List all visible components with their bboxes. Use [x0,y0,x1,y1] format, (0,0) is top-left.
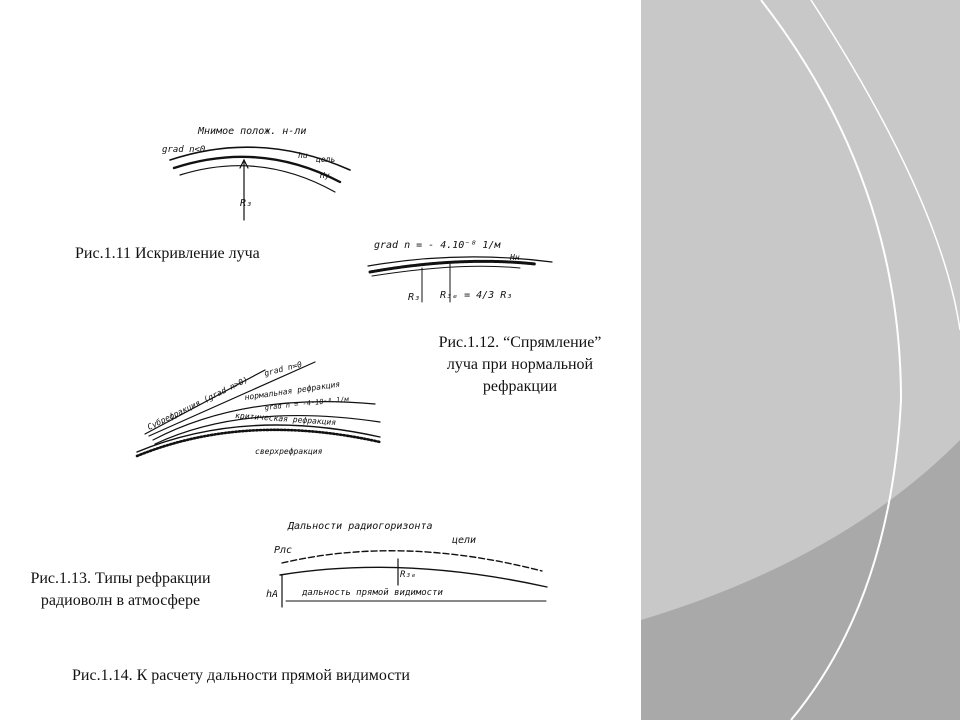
caption-fig-1-12-line-2: луча при нормальной [446,356,594,373]
figure-1-13-refraction-types: Субрефракция (grad n>0) grad n=0 нормаль… [135,360,382,458]
fig13-over-label: сверхрефракция [255,447,323,456]
caption-fig-1-12: Рис.1.12. “Спрямление” луча при нормальн… [420,332,620,398]
figure-1-14-line-of-sight: Дальности радиогоризонта цели Рлс R₃ₑ hA… [266,521,548,608]
caption-fig-1-12-line-3: рефракции [482,378,558,395]
fig14-target-label: цели [452,535,476,546]
fig14-ha-label: hA [266,589,278,600]
fig14-distance-label: дальность прямой видимости [301,588,443,598]
caption-fig-1-13-line-1: Рис.1.13. Типы рефракции [30,570,211,587]
fig13-normal-grad-label: grad n = -4·10⁻⁸ 1/м [264,395,349,412]
panel-curve-inner [810,0,960,331]
caption-fig-1-13-line-2: радиоволн в атмосфере [40,592,201,609]
fig13-grad0-label: grad n=0 [263,360,303,378]
panel-curve-outer [760,0,903,720]
panel-light-swoosh [641,0,960,620]
fig12-r3-label: R₃ [408,292,420,303]
figure-1-11-ray-bending: Мнимое полож. н-ли grad n<0 hu цель Hy R… [162,126,351,221]
fig14-top-label: Дальности радиогоризонта [287,521,433,532]
caption-fig-1-13: Рис.1.13. Типы рефракции радиоволн в атм… [8,568,233,612]
fig14-rlc-label: Рлс [274,545,292,556]
fig11-hu-label: hu [298,151,308,160]
fig11-top-label: Мнимое полож. н-ли [197,126,306,137]
fig14-r3e-label: R₃ₑ [400,570,416,580]
decorative-side-panel [641,0,960,720]
caption-fig-1-14: Рис.1.14. К расчету дальности прямой вид… [72,667,410,684]
figure-1-12-ray-straightening: grad n = - 4.10⁻⁸ 1/м Hн R₃ R₃ₑ = 4/3 R₃ [367,240,553,303]
fig13-super-label: Субрефракция (grad n>0) [145,374,249,432]
fig12-grad-label: grad n = - 4.10⁻⁸ 1/м [374,240,501,251]
caption-fig-1-12-line-1: Рис.1.12. “Спрямление” [438,334,602,351]
fig11-radius-label: R₃ [240,198,252,209]
fig11-hy-label: Hy [319,171,330,180]
fig11-target-label: цель [316,155,335,164]
fig11-grad-label: grad n<0 [162,145,205,155]
caption-fig-1-11: Рис.1.11 Искривление луча [75,245,260,262]
fig12-r3e-label: R₃ₑ = 4/3 R₃ [440,290,512,301]
fig12-hn-label: Hн [509,253,520,262]
